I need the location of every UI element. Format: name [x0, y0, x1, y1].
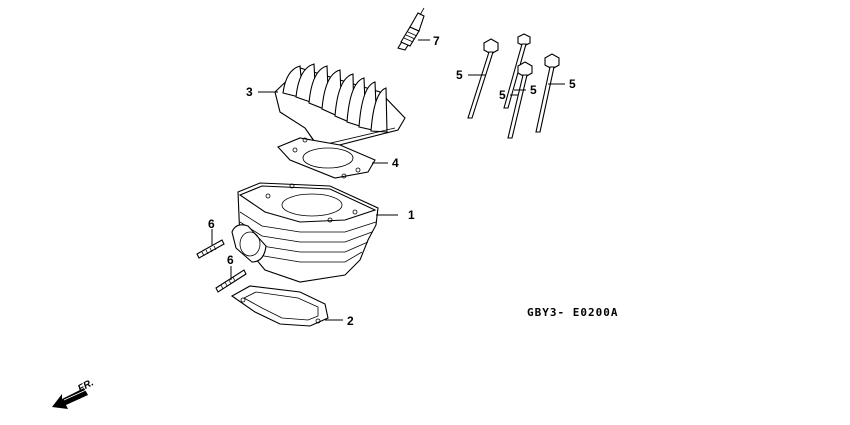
spark-plug — [397, 7, 430, 51]
bolt-3 — [507, 61, 533, 139]
front-label: FR. — [76, 377, 95, 394]
callout-6-a: 6 — [208, 217, 215, 231]
stud-bolt-lower — [215, 266, 247, 293]
callout-6-b: 6 — [227, 253, 234, 267]
head-gasket — [277, 137, 388, 179]
callout-5-b: 5 — [499, 88, 506, 102]
callout-4: 4 — [392, 156, 399, 170]
callout-5-c: 5 — [530, 83, 537, 97]
callout-3: 3 — [246, 85, 253, 99]
front-arrow-icon — [52, 388, 88, 409]
callout-5-a: 5 — [456, 68, 463, 82]
callout-2: 2 — [347, 314, 354, 328]
cylinder-head — [258, 63, 406, 151]
base-gasket — [230, 285, 343, 327]
callout-7: 7 — [433, 34, 440, 48]
callout-1: 1 — [408, 208, 415, 222]
cylinder — [231, 182, 398, 283]
callout-5-d: 5 — [569, 77, 576, 91]
stud-bolt-upper — [196, 229, 225, 259]
bolt-2 — [503, 33, 531, 109]
bolt-4 — [535, 53, 565, 133]
bolt-1 — [467, 38, 499, 119]
diagram-code: GBY3- E0200A — [527, 306, 618, 319]
